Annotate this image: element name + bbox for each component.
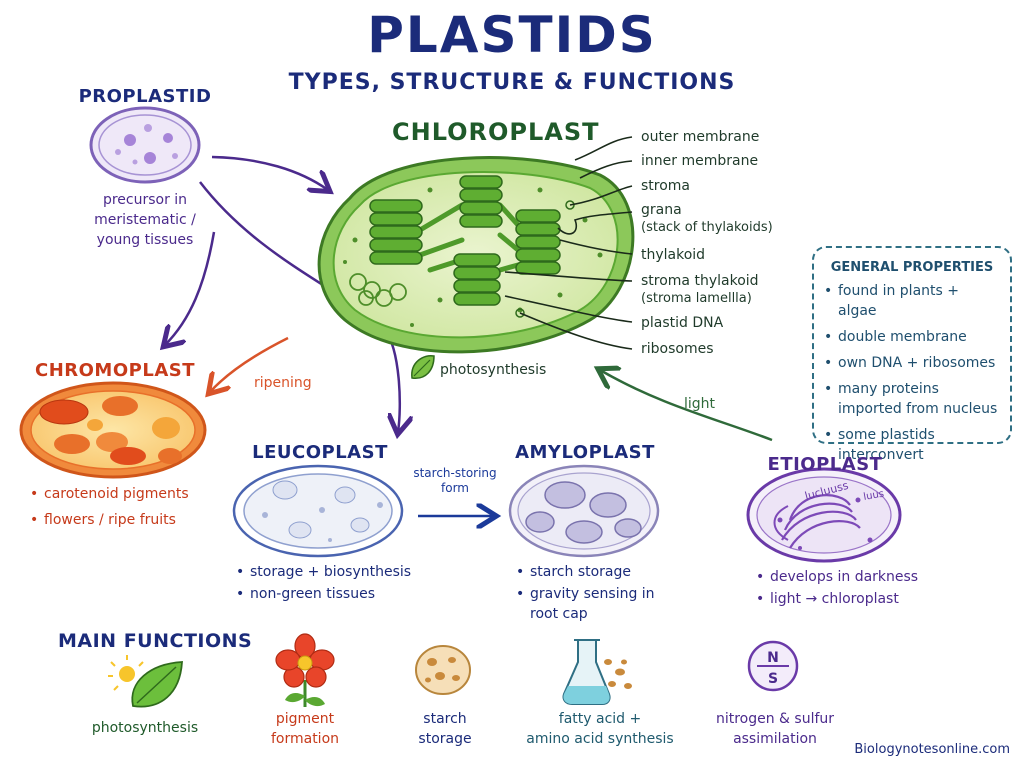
general-properties-box: GENERAL PROPERTIES found in plants + alg…	[812, 246, 1012, 463]
amyloplast-list: starch storage gravity sensing in root c…	[516, 562, 676, 624]
list-item: storage + biosynthesis	[236, 562, 436, 582]
label-grana-note: (stack of thylakoids)	[641, 220, 773, 235]
watermark: Biologynotesonline.com	[854, 742, 1010, 757]
label-grana: grana	[641, 202, 682, 218]
general-properties-list: found in plants + algae double membrane …	[824, 281, 1000, 465]
label-ribosomes: ribosomes	[641, 341, 714, 357]
etioplast-list: develops in darkness light → chloroplast	[756, 567, 956, 609]
main-functions-heading: MAIN FUNCTIONS	[58, 630, 253, 652]
etioplast-illustration	[746, 467, 902, 563]
label-thylakoid: thylakoid	[641, 247, 706, 263]
flower-icon	[275, 633, 335, 707]
arrow-proplastid-to-chromoplast	[165, 231, 216, 345]
page-subtitle: TYPES, STRUCTURE & FUNCTIONS	[288, 70, 736, 95]
chromoplast-illustration	[19, 381, 207, 479]
chloroplast-function: photosynthesis	[440, 362, 547, 378]
starch-storing-line: form	[441, 481, 469, 495]
leucoplast-heading: LEUCOPLAST	[252, 442, 388, 463]
list-item: gravity sensing in root cap	[516, 584, 676, 624]
function-label-starch: starch storage	[390, 709, 500, 749]
arrow-light	[600, 370, 773, 442]
function-label-line: nitrogen & sulfur	[715, 711, 835, 727]
function-label-nitrogen: nitrogen & sulfur assimilation	[700, 709, 850, 749]
list-item: carotenoid pigments	[30, 484, 220, 504]
arrow-proplastid-to-chloroplast	[211, 155, 328, 190]
leaf-icon	[411, 354, 435, 379]
chloroplast-leader-lines	[504, 136, 633, 350]
function-label-line: pigment	[275, 711, 335, 727]
function-label-line: formation	[270, 731, 340, 747]
list-item: own DNA + ribosomes	[824, 353, 1000, 373]
chromoplast-list: carotenoid pigments flowers / ripe fruit…	[30, 484, 220, 530]
list-item: starch storage	[516, 562, 676, 582]
proplastid-desc-line: meristematic /	[94, 212, 196, 228]
starch-granule-icon	[415, 645, 471, 695]
ripening-label: ripening	[254, 375, 312, 391]
list-item: light → chloroplast	[756, 589, 956, 609]
flask-icon	[562, 639, 632, 705]
function-label-line: amino acid synthesis	[526, 731, 674, 747]
proplastid-illustration	[89, 106, 201, 184]
ns-badge-n: N	[767, 650, 779, 666]
label-stroma-thylakoid: stroma thylakoid	[641, 273, 759, 289]
function-label-fatty-acid: fatty acid + amino acid synthesis	[510, 709, 690, 749]
label-plastid-dna: plastid DNA	[641, 315, 724, 331]
proplastid-desc-line: young tissues	[96, 232, 194, 248]
function-label-line: starch	[423, 711, 467, 727]
proplastid-description: precursor in meristematic / young tissue…	[60, 190, 230, 250]
general-properties-heading: GENERAL PROPERTIES	[830, 260, 994, 275]
label-stroma-lamella: (stroma lamellla)	[641, 291, 752, 306]
etioplast-heading: ETIOPLAST	[767, 454, 883, 475]
function-label-pigment: pigment formation	[240, 709, 370, 749]
function-label-line: photosynthesis	[91, 720, 199, 736]
ns-badge-s: S	[768, 671, 778, 687]
light-label: light	[684, 396, 716, 412]
proplastid-heading: PROPLASTID	[78, 86, 212, 107]
list-item: non-green tissues	[236, 584, 436, 604]
function-label-line: fatty acid +	[558, 711, 642, 727]
list-item: double membrane	[824, 327, 1000, 347]
leaf-sun-icon	[108, 655, 183, 708]
label-outer-membrane: outer membrane	[641, 129, 760, 145]
chloroplast-heading: CHLOROPLAST	[392, 118, 600, 146]
arrow-ripening	[210, 336, 289, 392]
function-label-photosynthesis: photosynthesis	[70, 718, 220, 738]
starch-storing-label: starch-storing form	[410, 466, 500, 496]
label-inner-membrane: inner membrane	[641, 153, 759, 169]
leucoplast-illustration	[232, 464, 404, 558]
function-label-line: assimilation	[733, 731, 817, 747]
etioplast-inner-label-2: luus	[863, 489, 885, 503]
list-item: found in plants + algae	[824, 281, 1000, 321]
amyloplast-heading: AMYLOPLAST	[515, 442, 655, 463]
list-item: some plastids interconvert	[824, 425, 1000, 465]
chromoplast-heading: CHROMOPLAST	[35, 360, 195, 381]
list-item: many proteins imported from nucleus	[824, 379, 1000, 419]
list-item: develops in darkness	[756, 567, 956, 587]
amyloplast-illustration	[508, 464, 660, 558]
function-label-line: storage	[418, 731, 472, 747]
chloroplast-illustration	[317, 156, 635, 354]
starch-storing-line: starch-storing	[413, 466, 497, 480]
page-title: PLASTIDS	[367, 6, 657, 64]
list-item: flowers / ripe fruits	[30, 510, 220, 530]
proplastid-desc-line: precursor in	[102, 192, 188, 208]
leucoplast-list: storage + biosynthesis non-green tissues	[236, 562, 436, 604]
label-stroma: stroma	[641, 178, 691, 194]
ns-badge-icon: N S	[747, 640, 799, 692]
